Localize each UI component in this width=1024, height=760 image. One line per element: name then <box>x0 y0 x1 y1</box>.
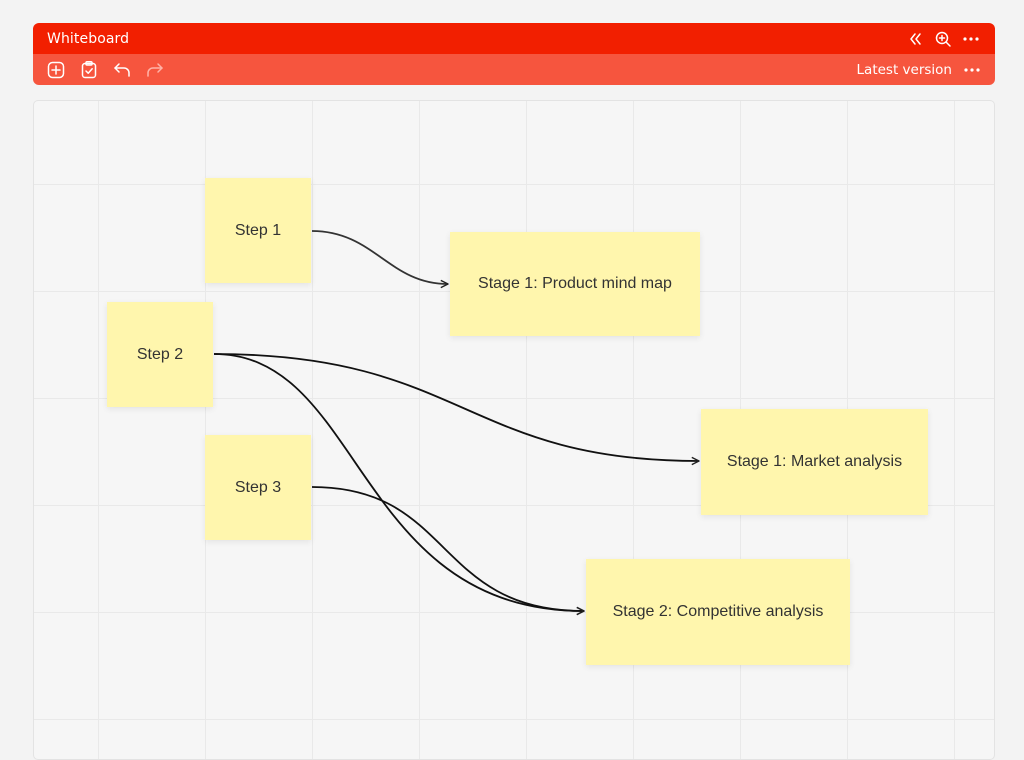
title-actions <box>905 29 981 49</box>
more-icon[interactable] <box>961 29 981 49</box>
connector-step2-market-analysis[interactable] <box>213 353 700 466</box>
add-icon[interactable] <box>46 60 66 80</box>
connector-step1-product-mind-map[interactable] <box>311 230 449 289</box>
redo-icon[interactable] <box>145 60 165 80</box>
zoom-in-icon[interactable] <box>933 29 953 49</box>
sticky-note-step-1[interactable]: Step 1 <box>205 178 311 283</box>
undo-icon[interactable] <box>112 60 132 80</box>
toolbar: Latest version <box>33 54 995 85</box>
collapse-double-chevron-left-icon[interactable] <box>905 29 925 49</box>
toolbar-right: Latest version <box>857 60 982 80</box>
sticky-note-step-2[interactable]: Step 2 <box>107 302 213 407</box>
sticky-note-stage-1-market-analysis[interactable]: Stage 1: Market analysis <box>701 409 928 515</box>
title-bar: Whiteboard <box>33 23 995 54</box>
app-title: Whiteboard <box>47 30 130 47</box>
version-dropdown[interactable]: Latest version <box>856 61 952 78</box>
whiteboard-canvas[interactable]: Step 1 Step 2 Step 3 Stage 1: Product mi… <box>33 100 995 760</box>
toolbar-more-icon[interactable] <box>962 60 982 80</box>
sticky-note-stage-2-competitive-analysis[interactable]: Stage 2: Competitive analysis <box>586 559 850 665</box>
connector-step2-competitive-analysis[interactable] <box>213 353 585 616</box>
connector-step3-competitive-analysis[interactable] <box>311 486 585 616</box>
toolbar-left <box>46 60 165 80</box>
clipboard-check-icon[interactable] <box>79 60 99 80</box>
sticky-note-step-3[interactable]: Step 3 <box>205 435 311 540</box>
sticky-note-stage-1-product-mind-map[interactable]: Stage 1: Product mind map <box>450 232 700 336</box>
connectors-layer <box>213 230 700 616</box>
